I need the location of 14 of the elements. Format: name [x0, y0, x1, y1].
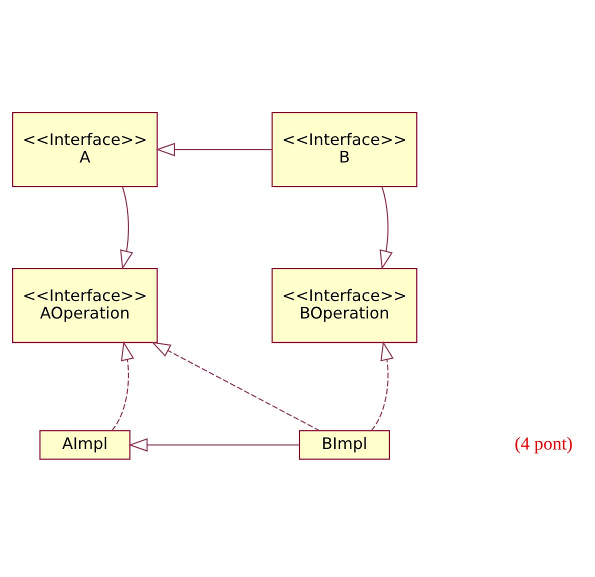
node-box: <<Interface>> B — [272, 111, 418, 187]
arrow — [371, 340, 394, 430]
arrow — [156, 142, 272, 156]
arrow — [120, 186, 134, 270]
node-box: <<Interface>> BOperation — [272, 267, 418, 343]
arrow — [111, 340, 134, 430]
arrow — [380, 186, 393, 270]
node-box: BImpl — [298, 430, 390, 460]
node-box: <<Interface>> AOperation — [12, 267, 158, 343]
node-box: <<Interface>> A — [12, 111, 158, 187]
node-box: AImpl — [39, 430, 130, 460]
arrow — [151, 341, 320, 431]
label: (4 pont) — [514, 432, 573, 453]
arrow — [128, 438, 300, 452]
